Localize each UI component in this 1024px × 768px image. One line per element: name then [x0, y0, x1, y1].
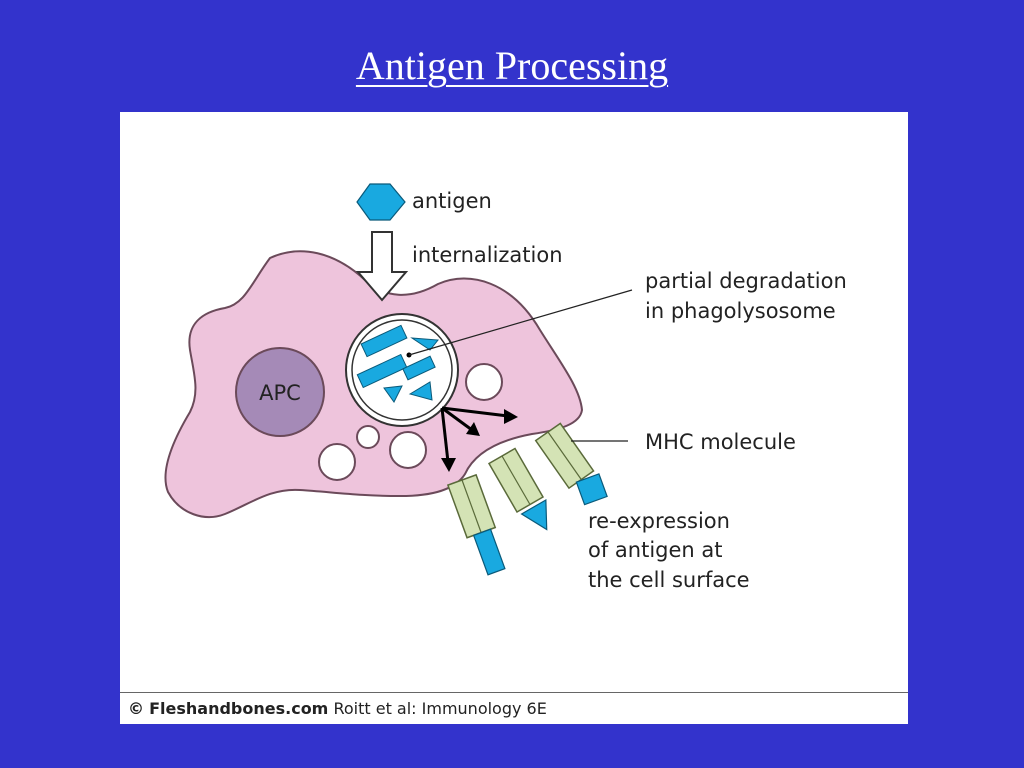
internalization-label: internalization	[412, 243, 563, 267]
antigen-icon	[356, 183, 406, 221]
degradation-pointer	[408, 289, 633, 356]
antigen-processing-diagram: APC	[164, 183, 847, 592]
credit-site: Fleshandbones.com	[149, 699, 329, 718]
vesicle	[356, 425, 380, 449]
vesicle	[389, 431, 427, 469]
copyright-symbol: ©	[128, 699, 144, 718]
apc-label: APC	[259, 381, 301, 405]
antigen-label: antigen	[412, 189, 492, 213]
slide-title: Antigen Processing	[355, 43, 669, 88]
figure-panel: APC	[120, 112, 908, 724]
mhc-molecule	[534, 422, 608, 506]
mhc-molecule	[446, 473, 506, 576]
phagolysosome	[345, 313, 459, 427]
reexpression-label-line1: re-expression	[588, 509, 730, 533]
vesicle	[318, 443, 356, 481]
reexpression-label-line2: of antigen at	[588, 538, 723, 562]
mhc-molecule	[487, 447, 548, 531]
reexpression-label-line3: the cell surface	[588, 568, 750, 592]
internalization-arrow	[355, 231, 409, 302]
vesicle	[465, 363, 503, 401]
degradation-label-line2: in phagolysosome	[645, 299, 836, 323]
credit-bar: © Fleshandbones.com Roitt et al: Immunol…	[120, 692, 908, 724]
degradation-label-line1: partial degradation	[645, 269, 847, 293]
transport-arrows	[440, 406, 518, 472]
credit-reference: Roitt et al: Immunology 6E	[333, 699, 547, 718]
apc-nucleus	[235, 347, 325, 437]
mhc-label: MHC molecule	[645, 430, 796, 454]
